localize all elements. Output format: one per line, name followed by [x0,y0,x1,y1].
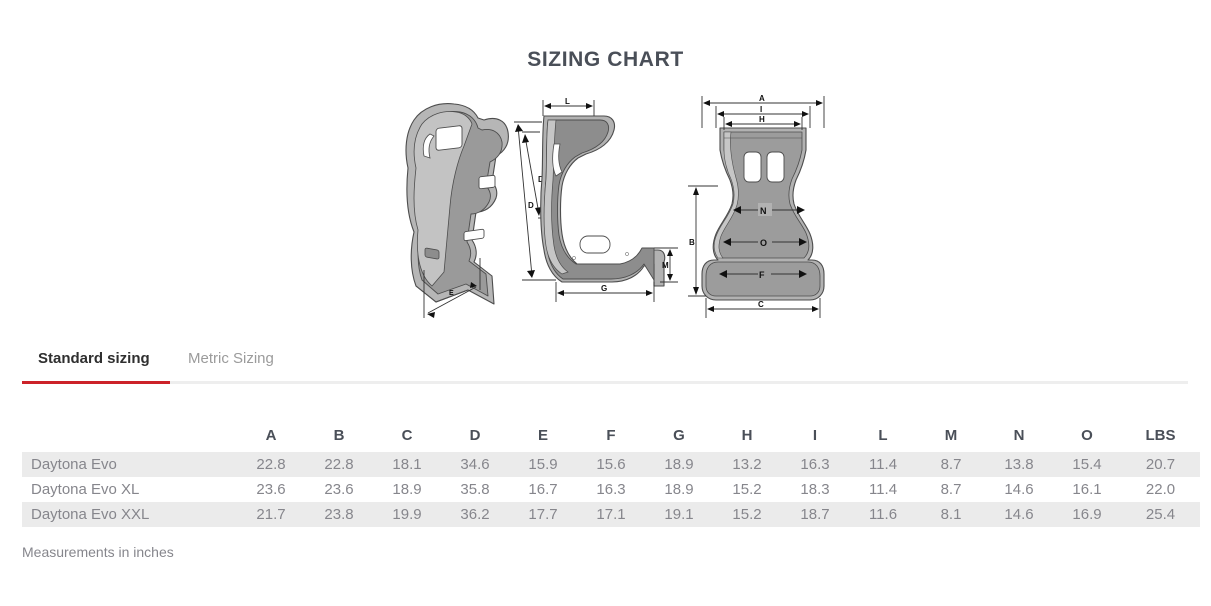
cell-n: 14.6 [985,477,1053,502]
cell-i: 18.7 [781,502,849,527]
cell-o: 16.1 [1053,477,1121,502]
cell-lbs: 22.0 [1121,477,1200,502]
cell-l: 11.6 [849,502,917,527]
active-tab-underline [22,381,170,384]
cell-d: 35.8 [441,477,509,502]
cell-g: 18.9 [645,477,713,502]
cell-b: 22.8 [305,452,373,477]
cell-n: 14.6 [985,502,1053,527]
cell-c: 19.9 [373,502,441,527]
dimension-label-E: E [449,290,454,297]
sizing-tabs: Standard sizing Metric Sizing [22,350,1188,384]
col-header-g: G [673,426,685,444]
col-header-f: F [606,426,616,444]
cell-i: 16.3 [781,452,849,477]
tab-standard-sizing[interactable]: Standard sizing [38,350,150,367]
cell-lbs: 25.4 [1121,502,1200,527]
cell-model: Daytona Evo XL [22,477,237,502]
cell-o: 16.9 [1053,502,1121,527]
cell-m: 8.7 [917,477,985,502]
page-title: SIZING CHART [527,48,684,71]
cell-b: 23.8 [305,502,373,527]
col-header-lbs: LBS [1145,426,1176,444]
dimension-label-N: N [760,206,767,216]
dimension-label-M: M [662,261,669,270]
table-row: Daytona Evo XXL 21.7 23.8 19.9 36.2 17.7… [22,502,1200,527]
cell-c: 18.9 [373,477,441,502]
dimension-label-L: L [565,97,570,106]
cell-l: 11.4 [849,452,917,477]
cell-lbs: 20.7 [1121,452,1200,477]
cell-h: 15.2 [713,502,781,527]
sizing-table-wrapper: A B C D E F G H I L M N O LBS [22,418,1200,527]
racing-seat-front-view: A I H [688,90,838,325]
col-header-d: D [469,426,481,444]
col-header-m: M [944,426,958,444]
cell-h: 13.2 [713,452,781,477]
cell-h: 15.2 [713,477,781,502]
cell-d: 36.2 [441,502,509,527]
col-header-e: E [537,426,548,444]
cell-e: 15.9 [509,452,577,477]
cell-f: 15.6 [577,452,645,477]
cell-e: 17.7 [509,502,577,527]
dimension-label-H: H [759,115,765,124]
dimension-label-D-side: D [528,201,534,210]
cell-f: 17.1 [577,502,645,527]
table-header-row: A B C D E F G H I L M N O LBS [22,418,1200,452]
dimension-label-D: D [538,175,544,184]
cell-d: 34.6 [441,452,509,477]
dimension-label-C: C [758,300,764,309]
racing-seat-side-view: L D G [512,90,688,320]
col-header-model [22,418,237,452]
table-header: A B C D E F G H I L M N O LBS [22,418,1200,452]
dimension-label-F: F [759,270,765,280]
cell-g: 19.1 [645,502,713,527]
tab-metric-sizing[interactable]: Metric Sizing [188,350,274,367]
sizing-table: A B C D E F G H I L M N O LBS [22,418,1200,527]
cell-model: Daytona Evo [22,452,237,477]
cell-a: 23.6 [237,477,305,502]
col-header-b: B [333,426,345,444]
col-header-i: I [812,426,818,444]
measurements-footnote: Measurements in inches [22,544,174,560]
cell-e: 16.7 [509,477,577,502]
cell-o: 15.4 [1053,452,1121,477]
cell-l: 11.4 [849,477,917,502]
cell-model: Daytona Evo XXL [22,502,237,527]
cell-c: 18.1 [373,452,441,477]
table-row: Daytona Evo 22.8 22.8 18.1 34.6 15.9 15.… [22,452,1200,477]
table-body: Daytona Evo 22.8 22.8 18.1 34.6 15.9 15.… [22,452,1200,527]
col-header-o: O [1081,426,1093,444]
cell-a: 21.7 [237,502,305,527]
dimension-label-I: I [760,105,762,114]
dimension-label-G: G [601,284,607,293]
dimension-label-A: A [759,94,765,103]
seat-diagrams: D E [0,90,1211,335]
col-header-l: L [878,426,888,444]
cell-m: 8.7 [917,452,985,477]
cell-f: 16.3 [577,477,645,502]
cell-g: 18.9 [645,452,713,477]
cell-n: 13.8 [985,452,1053,477]
racing-seat-isometric-view: D E [392,90,552,330]
col-header-n: N [1013,426,1025,444]
dimension-label-O: O [760,238,767,248]
col-header-c: C [401,426,413,444]
cell-m: 8.1 [917,502,985,527]
col-header-h: H [741,426,753,444]
table-row: Daytona Evo XL 23.6 23.6 18.9 35.8 16.7 … [22,477,1200,502]
cell-i: 18.3 [781,477,849,502]
col-header-a: A [265,426,277,444]
cell-b: 23.6 [305,477,373,502]
cell-a: 22.8 [237,452,305,477]
dimension-label-B: B [689,238,695,247]
